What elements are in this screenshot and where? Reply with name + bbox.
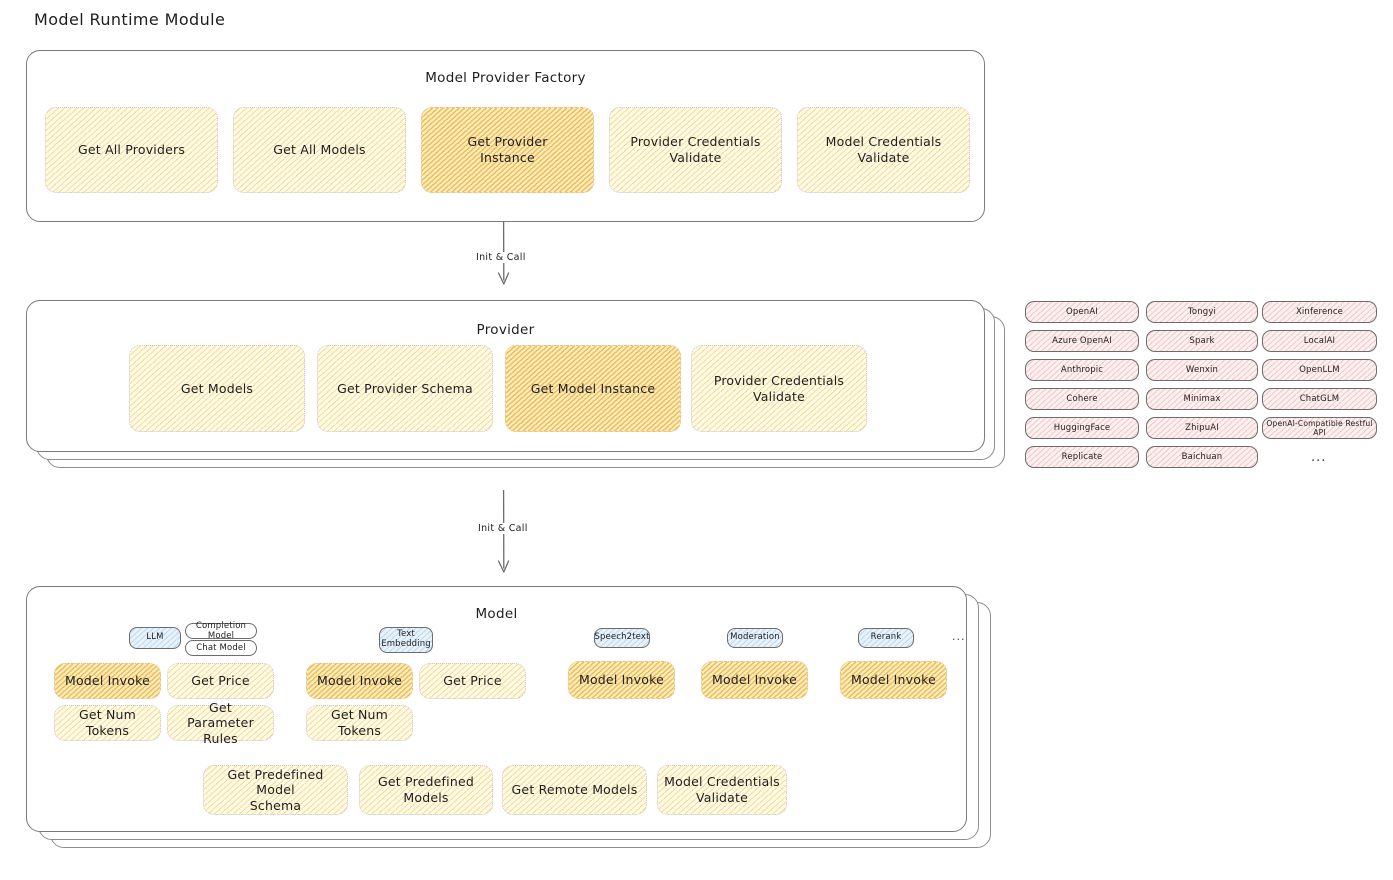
factory-box-get-all-providers[interactable]: Get All Providers <box>45 107 218 193</box>
provider-box-get-model-instance[interactable]: Get Model Instance <box>505 345 681 432</box>
provider-box-get-provider-schema[interactable]: Get Provider Schema <box>317 345 493 432</box>
speech2text-method-model-invoke[interactable]: Model Invoke <box>568 661 675 699</box>
provider-pill-spark[interactable]: Spark <box>1146 330 1258 352</box>
model-title: Model <box>475 606 518 622</box>
provider-pill-chatglm[interactable]: ChatGLM <box>1262 388 1377 410</box>
provider-title: Provider <box>476 322 535 338</box>
model-subtype-pill-completion-model[interactable]: Completion Model <box>185 621 257 641</box>
text-embedding-method-get-num-tokens[interactable]: Get Num Tokens <box>306 705 413 741</box>
provider-list-ellipsis: ... <box>1311 450 1327 465</box>
model-subtype-pill-chat-model[interactable]: Chat Model <box>185 640 257 656</box>
arrow-label-init-and-call-2: Init & Call <box>475 523 531 534</box>
model-type-pill-moderation[interactable]: Moderation <box>727 628 783 648</box>
provider-pill-zhipuai[interactable]: ZhipuAI <box>1146 417 1258 439</box>
provider-pill-openllm[interactable]: OpenLLM <box>1262 359 1377 381</box>
llm-method-model-invoke[interactable]: Model Invoke <box>54 663 161 699</box>
provider-pill-cohere[interactable]: Cohere <box>1025 388 1139 410</box>
provider-pill-huggingface[interactable]: HuggingFace <box>1025 417 1139 439</box>
llm-method-get-num-tokens[interactable]: Get Num Tokens <box>54 705 161 741</box>
arrow-provider-to-model <box>484 489 524 582</box>
model-provider-factory-title: Model Provider Factory <box>425 70 586 86</box>
provider-pill-anthropic[interactable]: Anthropic <box>1025 359 1139 381</box>
provider-pill-azure-openai[interactable]: Azure OpenAI <box>1025 330 1139 352</box>
model-panel: Model <box>26 586 967 832</box>
model-types-ellipsis: ... <box>952 630 966 643</box>
arrow-label-init-and-call-1: Init & Call <box>473 252 529 263</box>
llm-method-get-price[interactable]: Get Price <box>167 663 274 699</box>
arrow-down-icon <box>497 221 510 285</box>
provider-pill-minimax[interactable]: Minimax <box>1146 388 1258 410</box>
factory-box-get-all-models[interactable]: Get All Models <box>233 107 406 193</box>
provider-pill-wenxin[interactable]: Wenxin <box>1146 359 1258 381</box>
moderation-method-model-invoke[interactable]: Model Invoke <box>701 661 808 699</box>
provider-pill-replicate[interactable]: Replicate <box>1025 446 1139 468</box>
model-type-pill-speech2text[interactable]: Speech2text <box>594 628 650 648</box>
model-common-method-get-remote-models[interactable]: Get Remote Models <box>502 765 647 815</box>
model-type-pill-llm[interactable]: LLM <box>129 627 181 649</box>
text-embedding-method-get-price[interactable]: Get Price <box>419 663 526 699</box>
page-title: Model Runtime Module <box>34 10 226 29</box>
rerank-method-model-invoke[interactable]: Model Invoke <box>840 661 947 699</box>
arrow-down-icon <box>497 489 510 573</box>
provider-pill-baichuan[interactable]: Baichuan <box>1146 446 1258 468</box>
model-type-pill-rerank[interactable]: Rerank <box>858 628 914 648</box>
provider-box-get-models[interactable]: Get Models <box>129 345 305 432</box>
text-embedding-method-model-invoke[interactable]: Model Invoke <box>306 663 413 699</box>
provider-pill-openai[interactable]: OpenAI <box>1025 301 1139 323</box>
provider-pill-localai[interactable]: LocalAI <box>1262 330 1377 352</box>
provider-pill-xinference[interactable]: Xinference <box>1262 301 1377 323</box>
provider-pill-tongyi[interactable]: Tongyi <box>1146 301 1258 323</box>
provider-pill-openai-compatible-restful-api[interactable]: OpenAI-Compatible Restful API <box>1262 417 1377 439</box>
arrow-factory-to-provider <box>484 221 524 294</box>
